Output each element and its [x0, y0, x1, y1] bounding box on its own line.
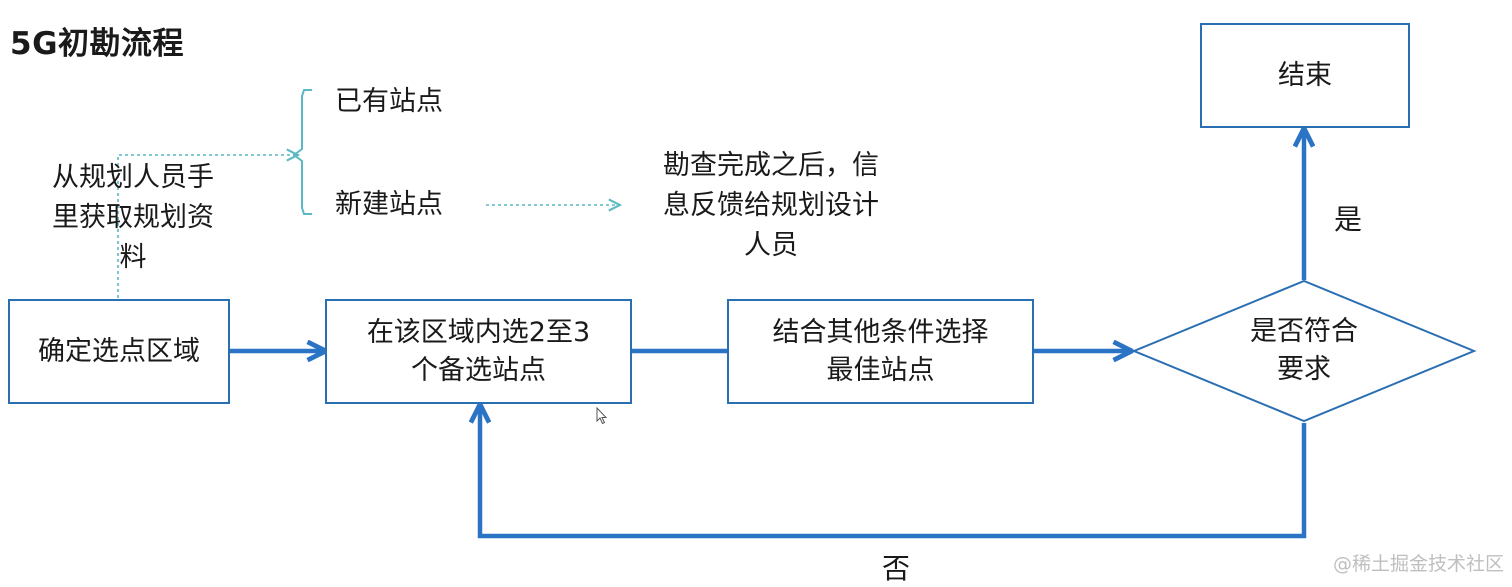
page-title: 5G初勘流程 — [10, 26, 185, 62]
decision-label: 是否符合 要求 — [1250, 316, 1358, 385]
node-end-label: 结束 — [1278, 59, 1332, 91]
note-existing-site: 已有站点 — [335, 86, 443, 117]
edge-label-no: 否 — [882, 552, 911, 585]
mouse-cursor-icon — [596, 407, 608, 425]
edge-label-yes: 是 — [1334, 203, 1363, 236]
watermark: @稀土掘金技术社区 — [1332, 553, 1504, 575]
decision-diamond — [1131, 279, 1477, 423]
site-type-bracket — [292, 89, 312, 215]
node-select-candidates: 在该区域内选2至3 个备选站点 — [325, 299, 632, 404]
node-choose-best-label: 结合其他条件选择 最佳站点 — [772, 316, 989, 386]
node-select-candidates-label: 在该区域内选2至3 个备选站点 — [366, 316, 591, 386]
note-get-materials: 从规划人员手 里获取规划资 料 — [52, 162, 214, 273]
node-confirm-area-label: 确定选点区域 — [38, 335, 200, 367]
node-choose-best: 结合其他条件选择 最佳站点 — [727, 299, 1034, 404]
node-end: 结束 — [1200, 23, 1410, 128]
note-feedback: 勘查完成之后，信 息反馈给规划设计 人员 — [663, 150, 879, 261]
arrow-no-loop — [480, 406, 1307, 539]
note-new-site: 新建站点 — [335, 189, 443, 220]
node-confirm-area: 确定选点区域 — [8, 299, 230, 404]
